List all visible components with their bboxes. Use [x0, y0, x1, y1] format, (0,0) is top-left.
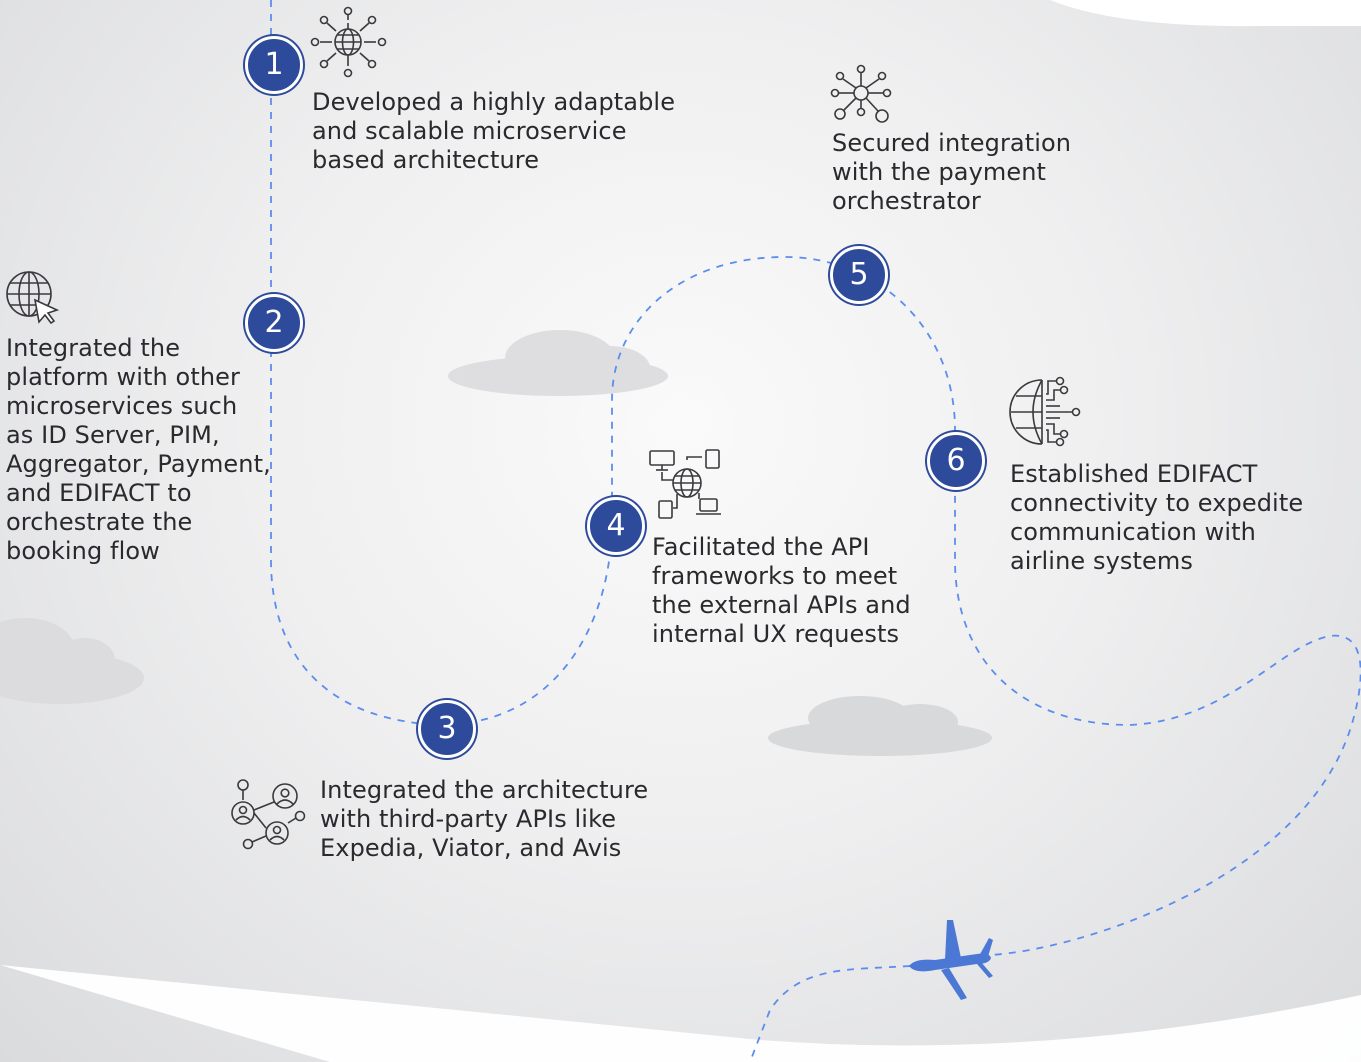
dashed-route-tail — [749, 965, 911, 1062]
step-1-badge: 1 — [245, 36, 303, 94]
dashed-route — [270, 0, 1361, 956]
globe-cursor-icon — [5, 270, 61, 324]
step-4-text: Facilitated the API frameworks to meet t… — [652, 533, 911, 648]
bottom-white-band — [0, 965, 1361, 1062]
cloud-center — [448, 330, 668, 396]
step-3-text: Integrated the architecture with third-p… — [320, 776, 649, 862]
airplane-icon — [905, 918, 997, 1000]
step-3-badge: 3 — [418, 700, 476, 758]
devices-globe-icon — [647, 448, 725, 522]
hub-network-icon — [828, 64, 894, 126]
network-globe-icon — [310, 6, 388, 80]
cloud-right — [768, 696, 992, 756]
step-5-badge: 5 — [830, 246, 888, 304]
step-2-badge: 2 — [245, 294, 303, 352]
step-2-text: Integrated the platform with other micro… — [6, 334, 271, 565]
digital-globe-icon — [1008, 376, 1082, 448]
step-1-text: Developed a highly adaptable and scalabl… — [312, 88, 676, 174]
step-5-text: Secured integration with the payment orc… — [832, 129, 1072, 215]
connected-users-icon — [230, 778, 308, 852]
step-6-badge: 6 — [927, 432, 985, 490]
top-right-blob — [1050, 0, 1361, 27]
step-6-text: Established EDIFACT connectivity to expe… — [1010, 460, 1304, 575]
cloud-left — [0, 618, 144, 704]
step-4-badge: 4 — [587, 497, 645, 555]
